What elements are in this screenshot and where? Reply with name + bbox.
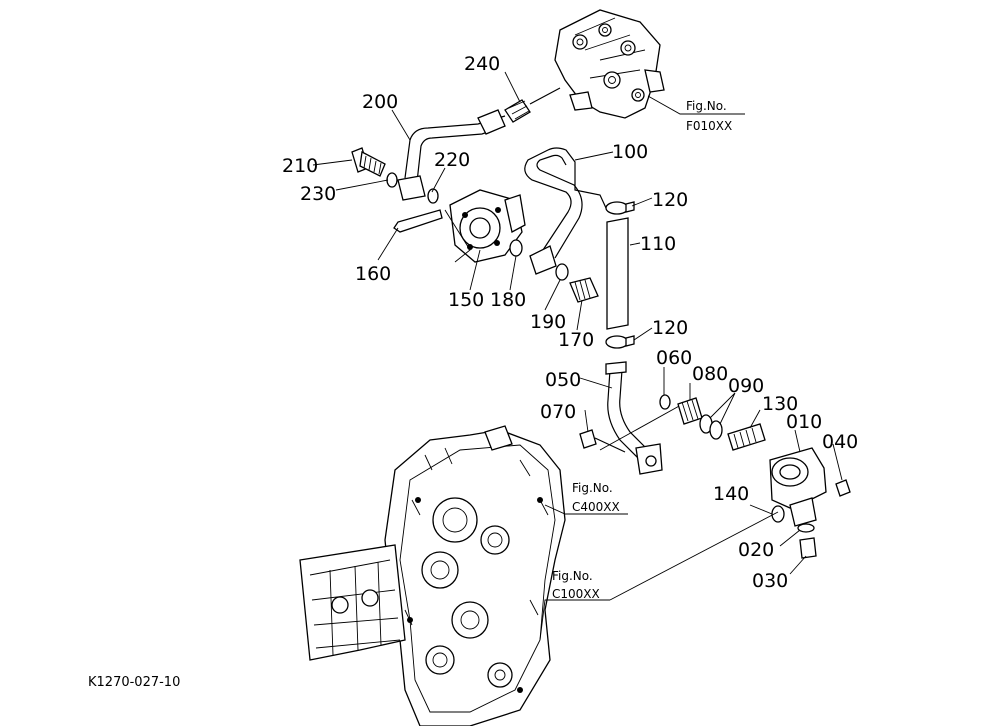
part-label-070: 070 (540, 401, 576, 423)
drawing-code: K1270-027-10 (88, 675, 180, 690)
part-label-150: 150 (448, 289, 484, 311)
part-label-040: 040 (822, 431, 858, 453)
part-label-220: 220 (434, 149, 470, 171)
orings-sleeve-drawing (659, 394, 766, 451)
part-label-170: 170 (558, 329, 594, 351)
part-label-140: 140 (713, 483, 749, 505)
bolt-210-drawing (351, 147, 439, 204)
pipe-050-drawing (599, 361, 691, 475)
part-label-200: 200 (362, 91, 398, 113)
part-label-210: 210 (282, 155, 318, 177)
fig-ref-label-c400: Fig.No. (572, 481, 613, 495)
part-label-050: 050 (545, 369, 581, 391)
part-label-160: 160 (355, 263, 391, 285)
part-label-010: 010 (786, 411, 822, 433)
fig-ref-label-c100: Fig.No. (552, 569, 593, 583)
part-label-230: 230 (300, 183, 336, 205)
transmission-case-drawing (299, 425, 566, 726)
part-label-240: 240 (464, 53, 500, 75)
part-label-100: 100 (612, 141, 648, 163)
fitting-240-drawing (504, 87, 561, 123)
pipe-100-drawing (524, 147, 607, 303)
fig-ref-code-c400: C400XX (572, 500, 620, 514)
fig-ref-code-f010: F010XX (686, 119, 732, 133)
fig-ref-label-f010: Fig.No. (686, 99, 727, 113)
part-label-190: 190 (530, 311, 566, 333)
part-label-120-top: 120 (652, 189, 688, 211)
part-label-090: 090 (728, 375, 764, 397)
part-label-030: 030 (752, 570, 788, 592)
part-label-110: 110 (640, 233, 676, 255)
part-label-080: 080 (692, 363, 728, 385)
hose-110-drawing (605, 201, 635, 349)
housing-010-drawing (769, 447, 851, 559)
part-label-120-bottom: 120 (652, 317, 688, 339)
bolt-070-drawing (579, 429, 626, 453)
pipe-200-drawing (397, 109, 506, 201)
leader-lines (312, 71, 843, 641)
part-label-130: 130 (762, 393, 798, 415)
fig-ref-code-c100: C100XX (552, 587, 600, 601)
pump-150-drawing (393, 189, 526, 263)
part-label-020: 020 (738, 539, 774, 561)
part-label-180: 180 (490, 289, 526, 311)
valve-assembly-drawing (554, 9, 665, 119)
part-label-060: 060 (656, 347, 692, 369)
